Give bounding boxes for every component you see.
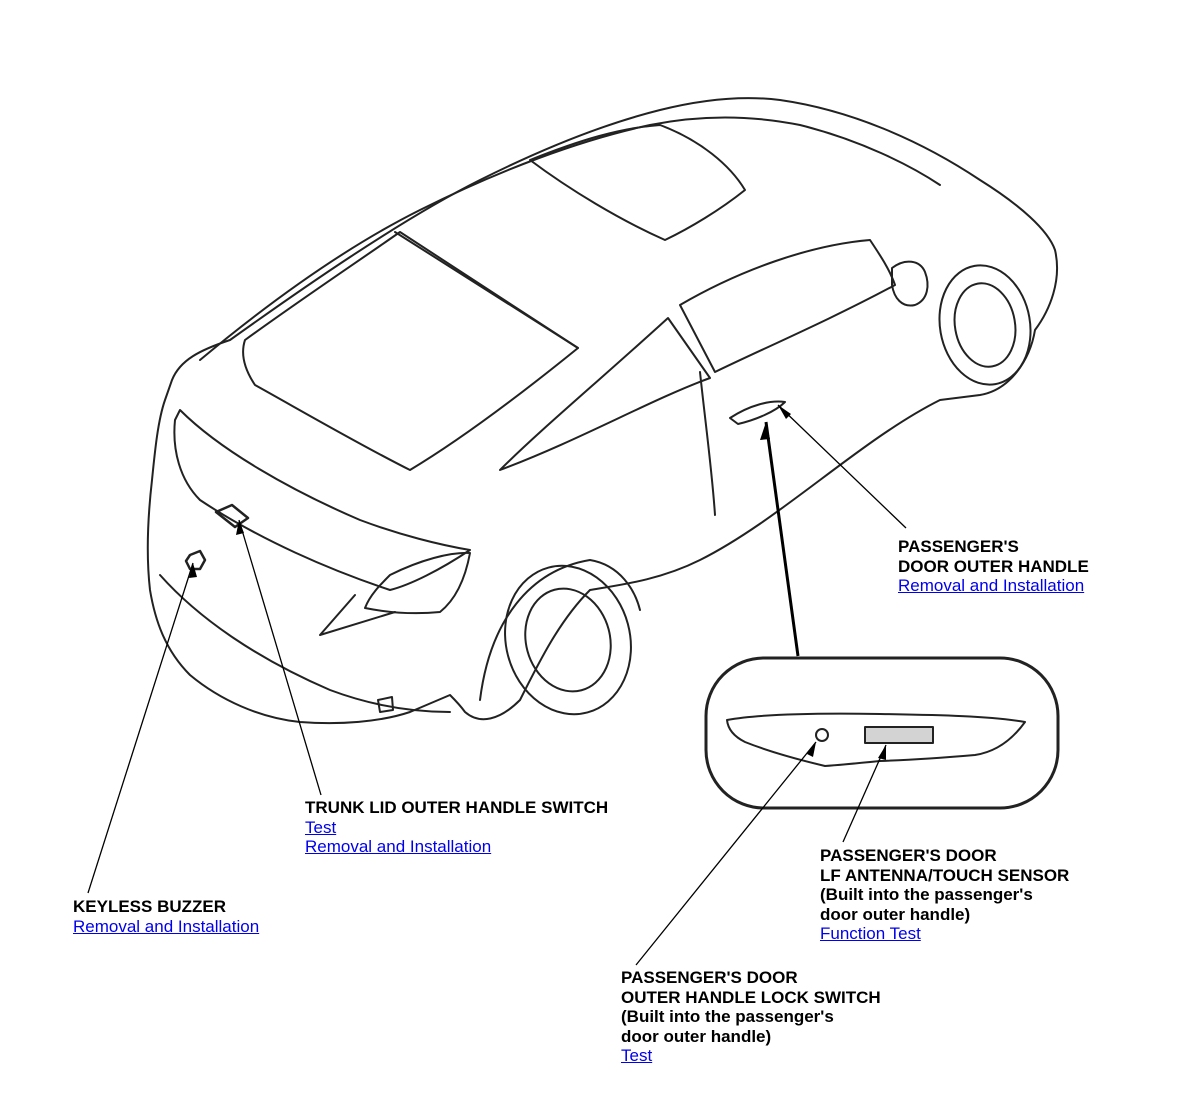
tail-light-lower (319, 594, 396, 636)
callout-trunk-lid-switch: TRUNK LID OUTER HANDLE SWITCH Test Remov… (305, 798, 608, 857)
sunroof (529, 124, 746, 241)
rear-wheel-arch (479, 559, 641, 701)
inset-antenna-sensor (864, 726, 934, 744)
front-wheel-hub (953, 282, 1017, 368)
leader-trunk (238, 519, 322, 796)
leader-inset (764, 421, 800, 657)
callout-door-outer-handle: PASSENGER'S DOOR OUTER HANDLE Removal an… (898, 537, 1089, 596)
rear-quarter-window (499, 317, 711, 471)
callout-keyless-buzzer: KEYLESS BUZZER Removal and Installation (73, 897, 259, 936)
link-door-handle-removal[interactable]: Removal and Installation (898, 576, 1085, 595)
rear-wheel-hub (524, 587, 612, 693)
label-lock-switch: PASSENGER'S DOOR OUTER HANDLE LOCK SWITC… (621, 968, 881, 1046)
arrowhead-buzzer (189, 563, 197, 578)
car-body-outline (146, 97, 1059, 725)
inset-handle-body (726, 712, 1026, 767)
callout-antenna-touch-sensor: PASSENGER'S DOOR LF ANTENNA/TOUCH SENSOR… (820, 846, 1069, 944)
leader-lock (635, 741, 817, 966)
link-lock-test[interactable]: Test (621, 1046, 653, 1065)
trunk-lid (173, 409, 471, 591)
arrowhead-door-handle (778, 405, 791, 419)
door-handle (729, 400, 786, 425)
front-side-window (679, 239, 896, 373)
reflector (377, 696, 394, 713)
inset-lock-switch (815, 728, 829, 742)
trunk-handle-switch (214, 503, 250, 529)
label-antenna-touch-sensor: PASSENGER'S DOOR LF ANTENNA/TOUCH SENSOR… (820, 846, 1070, 924)
rear-wheel (504, 564, 632, 716)
inset-frame (704, 656, 1060, 810)
roof-outline (199, 116, 941, 361)
rear-window (242, 231, 579, 471)
link-trunk-removal[interactable]: Removal and Installation (305, 837, 492, 856)
arrowhead-trunk (236, 520, 244, 535)
link-buzzer-removal[interactable]: Removal and Installation (73, 916, 260, 936)
link-antenna-function-test[interactable]: Function Test (820, 924, 921, 943)
label-door-outer-handle: PASSENGER'S DOOR OUTER HANDLE (898, 537, 1089, 576)
leader-door-handle (777, 404, 907, 529)
arrowhead-inset (760, 422, 770, 440)
label-trunk-lid-switch: TRUNK LID OUTER HANDLE SWITCH (305, 798, 609, 817)
leader-antenna (842, 744, 887, 843)
tail-light (364, 551, 471, 615)
callout-lock-switch: PASSENGER'S DOOR OUTER HANDLE LOCK SWITC… (621, 968, 881, 1066)
arrowhead-lock (807, 742, 816, 757)
front-wheel (938, 264, 1032, 386)
roof-seam (394, 231, 579, 349)
leader-buzzer (87, 562, 194, 894)
rear-bumper (159, 574, 451, 713)
keyless-buzzer-shape (184, 549, 207, 571)
side-mirror (891, 260, 929, 307)
arrowhead-antenna (878, 745, 886, 760)
door-line (699, 371, 716, 516)
link-trunk-test[interactable]: Test (305, 817, 337, 837)
label-keyless-buzzer: KEYLESS BUZZER (73, 897, 227, 916)
